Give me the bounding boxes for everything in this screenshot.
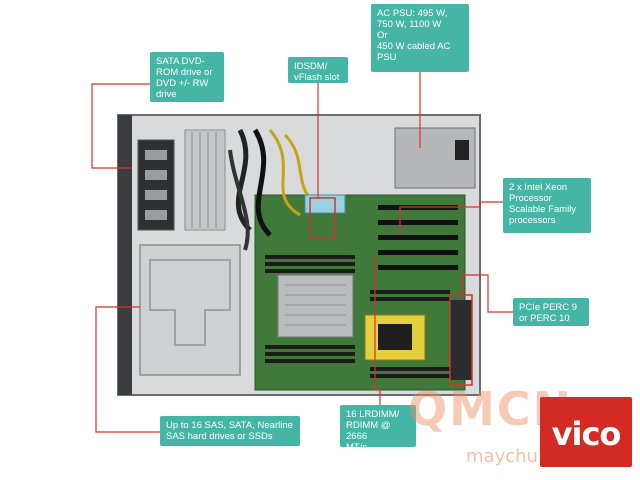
callout-dvd: SATA DVD- ROM drive or DVD +/- RW drive xyxy=(150,52,224,102)
callout-xeon-text: 2 x Intel Xeon Processor Scalable Family… xyxy=(509,182,577,226)
callout-drives: Up to 16 SAS, SATA, Nearline SAS hard dr… xyxy=(160,416,300,446)
cpu-chip xyxy=(378,324,412,350)
brand-badge: vico xyxy=(540,397,632,467)
idsdm-highlight xyxy=(309,197,336,239)
callout-dimm: 16 LRDIMM/ RDIMM @ 2666 MT/s xyxy=(340,405,416,453)
vent-grille xyxy=(184,129,226,231)
drive-slot xyxy=(145,150,167,160)
callout-idsdm-text: IDSDM/ vFlash slot xyxy=(294,61,340,83)
psu-socket xyxy=(455,140,469,160)
cage-bracket xyxy=(149,259,231,346)
callout-perc: PCIe PERC 9 or PERC 10 xyxy=(513,298,589,326)
dimm-slots xyxy=(265,255,450,378)
leader-lines xyxy=(91,72,513,433)
watermark-subtext: maychu xyxy=(466,446,538,467)
callout-xeon: 2 x Intel Xeon Processor Scalable Family… xyxy=(503,178,591,233)
callout-dimm-text: 16 LRDIMM/ RDIMM @ 2666 MT/s xyxy=(346,409,400,453)
callout-drives-text: Up to 16 SAS, SATA, Nearline SAS hard dr… xyxy=(166,420,293,442)
callout-psu: AC PSU: 495 W, 750 W, 1100 W Or 450 W ca… xyxy=(371,4,469,72)
drive-slot xyxy=(145,190,167,200)
brand-logo: vico xyxy=(551,415,622,453)
cpu-heatsink xyxy=(277,274,354,338)
callout-perc-text: PCIe PERC 9 or PERC 10 xyxy=(519,302,578,324)
front-bezel xyxy=(118,115,132,395)
drive-slot xyxy=(145,170,167,180)
callout-idsdm: IDSDM/ vFlash slot xyxy=(288,57,348,83)
rear-fan xyxy=(450,300,472,380)
perc-highlight xyxy=(449,294,473,386)
callout-psu-text: AC PSU: 495 W, 750 W, 1100 W Or 450 W ca… xyxy=(377,8,451,63)
drive-slot xyxy=(145,210,167,220)
callout-dvd-text: SATA DVD- ROM drive or DVD +/- RW drive xyxy=(156,56,213,100)
